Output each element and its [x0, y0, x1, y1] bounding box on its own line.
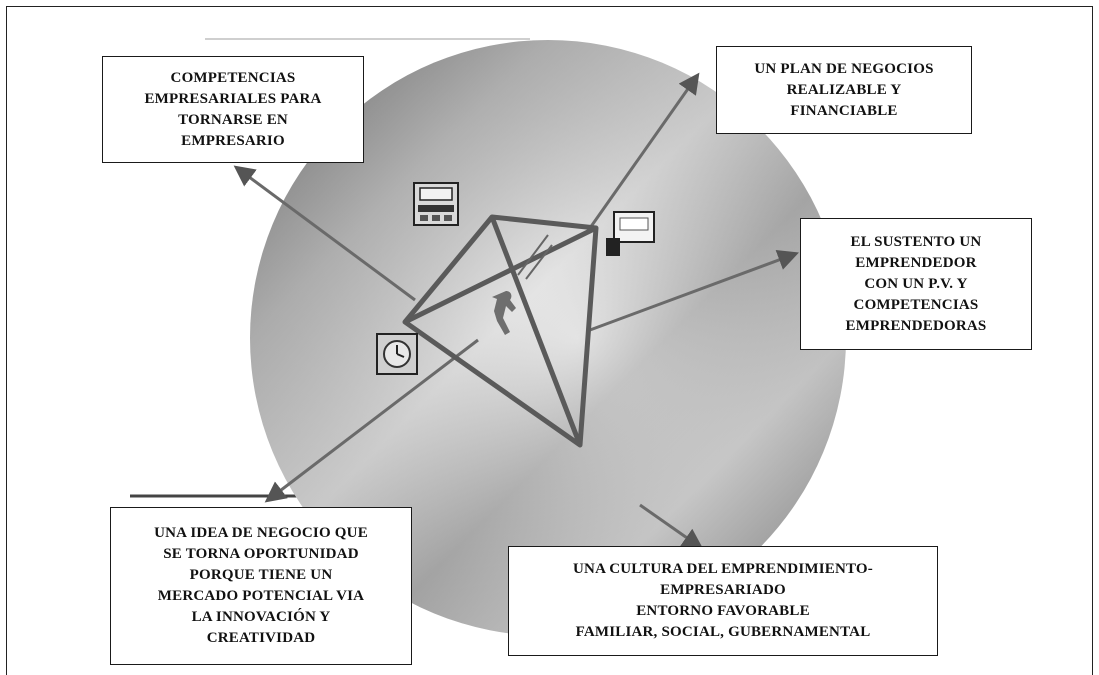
- climber-icon: [492, 234, 553, 335]
- arrow-plan: [588, 72, 700, 229]
- arrow-competencias: [233, 165, 416, 302]
- figure-frame: [6, 6, 1093, 675]
- clock-icon: [376, 333, 418, 375]
- idea-negocio-box: UNA IDEA DE NEGOCIO QUE SE TORNA OPORTUN…: [110, 507, 412, 665]
- calculator-icon: [413, 182, 459, 226]
- sustento-box: EL SUSTENTO UN EMPRENDEDOR CON UN P.V. Y…: [800, 218, 1032, 350]
- arrow-cultura: [639, 503, 704, 550]
- competencias-box: COMPETENCIAS EMPRESARIALES PARA TORNARSE…: [102, 56, 364, 163]
- kite-shape: [402, 214, 599, 448]
- environment-circle-shade: [250, 40, 846, 636]
- computer-icon: [606, 211, 655, 256]
- arrow-sustento: [589, 249, 799, 332]
- plan-negocios-box: UN PLAN DE NEGOCIOS REALIZABLE Y FINANCI…: [716, 46, 972, 134]
- arrow-idea: [264, 338, 479, 503]
- cultura-box: UNA CULTURA DEL EMPRENDIMIENTO- EMPRESAR…: [508, 546, 938, 656]
